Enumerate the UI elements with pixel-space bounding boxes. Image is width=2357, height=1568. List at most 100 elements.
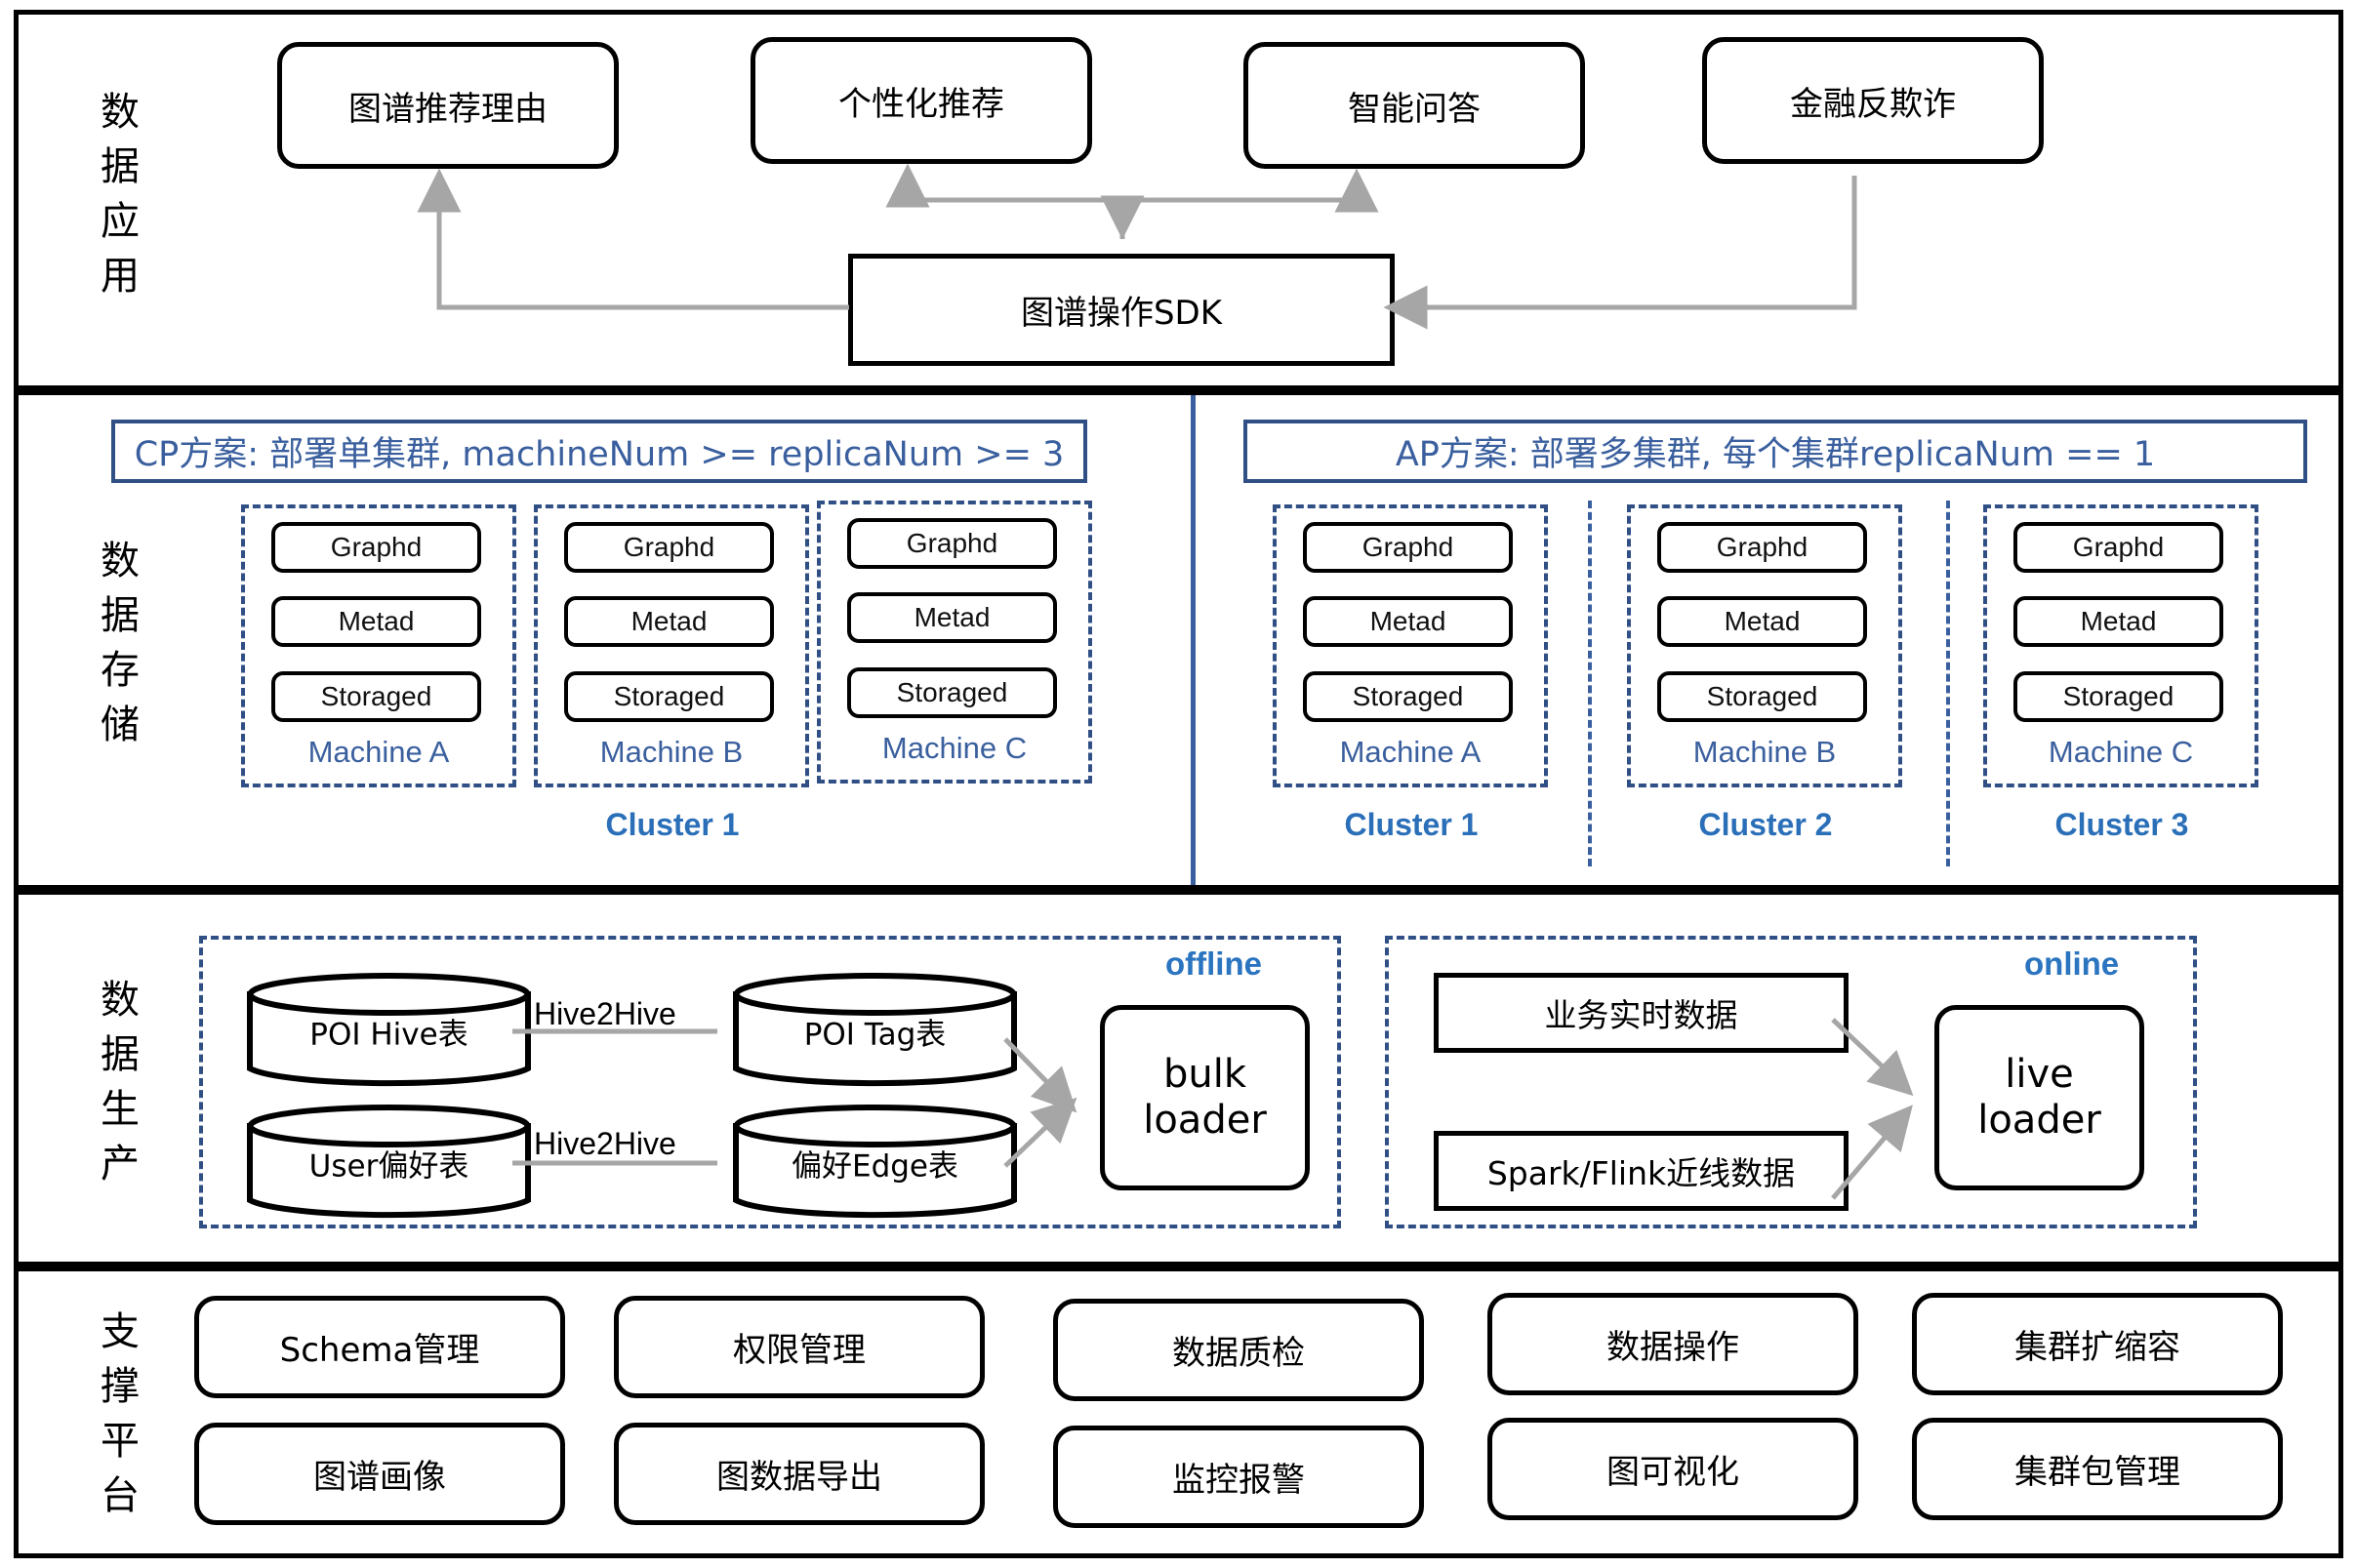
cp-machine-c-service-storaged[interactable]: Storaged bbox=[847, 667, 1057, 718]
service-label: Graphd bbox=[906, 528, 998, 558]
support-tile-data-quality-check[interactable]: 数据质检 bbox=[1053, 1299, 1424, 1401]
support-tile-monitoring-alerting[interactable]: 监控报警 bbox=[1053, 1426, 1424, 1528]
offline-tag: offline bbox=[1165, 945, 1262, 982]
service-label: Graphd bbox=[1361, 532, 1454, 562]
ap-machine-c-service-metad[interactable]: Metad bbox=[2013, 596, 2223, 647]
cp-machine-b-service-storaged[interactable]: Storaged bbox=[564, 671, 774, 722]
cp-plan-banner: CP方案: 部署单集群, machineNum >= replicaNum >=… bbox=[111, 420, 1087, 483]
cylinder-poi-tag[interactable]: POI Tag表 bbox=[731, 973, 1019, 1090]
support-tile-label: 数据质检 bbox=[1172, 1334, 1305, 1373]
ap-machine-c-service-storaged[interactable]: Storaged bbox=[2013, 671, 2223, 722]
ap-machine-c-service-graphd[interactable]: Graphd bbox=[2013, 522, 2223, 573]
cp-machine-a: Graphd Metad Storaged Machine A bbox=[241, 504, 516, 787]
support-tile-graph-data-export[interactable]: 图数据导出 bbox=[614, 1423, 985, 1525]
cp-ap-divider bbox=[1191, 395, 1196, 885]
cylinder-poi-hive-label: POI Hive表 bbox=[309, 1017, 468, 1053]
layer-support-platform: 支撑平台 Schema管理 权限管理 数据质检 数据操作 集群扩缩容 图谱画像 … bbox=[14, 1266, 2343, 1558]
online-source-sparkflink-label: Spark/Flink近线数据 bbox=[1486, 1154, 1796, 1192]
app-box-3[interactable]: 智能问答 bbox=[1243, 42, 1585, 169]
service-label: Metad bbox=[338, 606, 415, 636]
cylinder-poi-tag-label: POI Tag表 bbox=[803, 1017, 947, 1053]
ap-cluster-separator-2 bbox=[1946, 501, 1950, 866]
app-box-4[interactable]: 金融反欺诈 bbox=[1702, 37, 2044, 164]
support-tile-graph-visualization[interactable]: 图可视化 bbox=[1487, 1418, 1858, 1520]
layer-data-application: 数据应用 图谱推荐理由 个性化推荐 智能问答 金融反欺诈 图谱操作SDK bbox=[14, 10, 2343, 390]
cylinder-pref-edge-label: 偏好Edge表 bbox=[791, 1148, 958, 1185]
ap-machine-c-name: Machine C bbox=[2048, 735, 2194, 769]
live-loader-box[interactable]: live loader bbox=[1934, 1005, 2144, 1190]
support-tile-permission-management[interactable]: 权限管理 bbox=[614, 1296, 985, 1398]
ap-cluster-1-label: Cluster 1 bbox=[1344, 807, 1479, 842]
online-tag: online bbox=[2024, 945, 2120, 982]
cylinder-pref-edge[interactable]: 偏好Edge表 bbox=[731, 1105, 1019, 1222]
layer-label-data-production: 数据生产 bbox=[94, 979, 139, 1197]
service-label: Storaged bbox=[896, 677, 1008, 707]
cylinder-user-pref[interactable]: User偏好表 bbox=[245, 1105, 533, 1222]
support-tile-label: 监控报警 bbox=[1172, 1461, 1305, 1500]
cp-machine-c-service-graphd[interactable]: Graphd bbox=[847, 518, 1057, 569]
ap-machine-b-service-graphd[interactable]: Graphd bbox=[1657, 522, 1867, 573]
sdk-box[interactable]: 图谱操作SDK bbox=[848, 254, 1395, 366]
cp-machine-b-service-graphd[interactable]: Graphd bbox=[564, 522, 774, 573]
online-zone bbox=[1385, 936, 2197, 1228]
app-box-1[interactable]: 图谱推荐理由 bbox=[277, 42, 619, 169]
service-label: Metad bbox=[914, 602, 991, 632]
ap-machine-a-name: Machine A bbox=[1339, 735, 1482, 769]
cp-plan-banner-text: CP方案: 部署单集群, machineNum >= replicaNum >=… bbox=[134, 435, 1065, 474]
online-source-sparkflink[interactable]: Spark/Flink近线数据 bbox=[1434, 1131, 1849, 1211]
support-tile-graph-profile[interactable]: 图谱画像 bbox=[194, 1423, 565, 1525]
layer-label-data-application: 数据应用 bbox=[94, 91, 139, 309]
cp-machine-a-service-storaged[interactable]: Storaged bbox=[271, 671, 481, 722]
app-box-1-label: 图谱推荐理由 bbox=[348, 89, 548, 129]
app-box-4-label: 金融反欺诈 bbox=[1790, 84, 1956, 124]
online-source-realtime[interactable]: 业务实时数据 bbox=[1434, 973, 1849, 1053]
ap-cluster-3-label: Cluster 3 bbox=[2054, 807, 2189, 842]
bulk-loader-line-1: bulk bbox=[1162, 1051, 1247, 1097]
cylinder-poi-hive[interactable]: POI Hive表 bbox=[245, 973, 533, 1090]
ap-cluster-separator-1 bbox=[1588, 501, 1592, 866]
support-tile-cluster-package-management[interactable]: 集群包管理 bbox=[1912, 1418, 2283, 1520]
cp-machine-a-service-graphd[interactable]: Graphd bbox=[271, 522, 481, 573]
ap-machine-b-name: Machine B bbox=[1692, 735, 1837, 769]
support-tile-label: 数据操作 bbox=[1606, 1328, 1739, 1367]
cylinder-user-pref-label: User偏好表 bbox=[308, 1148, 469, 1185]
support-tile-label: 图谱画像 bbox=[313, 1458, 446, 1497]
cp-machine-a-service-metad[interactable]: Metad bbox=[271, 596, 481, 647]
layer-data-storage: 数据存储 CP方案: 部署单集群, machineNum >= replicaN… bbox=[14, 390, 2343, 890]
support-tile-label: 图数据导出 bbox=[716, 1458, 882, 1497]
cp-machine-c-name: Machine C bbox=[881, 731, 1028, 765]
cp-machine-c-service-metad[interactable]: Metad bbox=[847, 592, 1057, 643]
service-label: Graphd bbox=[2072, 532, 2165, 562]
ap-machine-a-service-storaged[interactable]: Storaged bbox=[1303, 671, 1513, 722]
support-tile-label: Schema管理 bbox=[279, 1331, 480, 1370]
support-tile-schema-management[interactable]: Schema管理 bbox=[194, 1296, 565, 1398]
ap-machine-b-service-storaged[interactable]: Storaged bbox=[1657, 671, 1867, 722]
ap-machine-b: Graphd Metad Storaged Machine B bbox=[1627, 504, 1902, 787]
edge-label-hive2hive-1: Hive2Hive bbox=[534, 996, 676, 1031]
ap-machine-a-service-metad[interactable]: Metad bbox=[1303, 596, 1513, 647]
ap-machine-b-service-metad[interactable]: Metad bbox=[1657, 596, 1867, 647]
support-tile-label: 集群扩缩容 bbox=[2014, 1328, 2180, 1367]
service-label: Metad bbox=[1724, 606, 1801, 636]
ap-plan-banner-text: AP方案: 部署多集群, 每个集群replicaNum == 1 bbox=[1395, 435, 2156, 474]
support-tile-label: 集群包管理 bbox=[2014, 1453, 2180, 1492]
layer-label-support-platform: 支撑平台 bbox=[94, 1310, 139, 1529]
service-label: Storaged bbox=[1352, 681, 1464, 711]
support-tile-cluster-scaling[interactable]: 集群扩缩容 bbox=[1912, 1293, 2283, 1395]
cp-cluster-1-label: Cluster 1 bbox=[605, 807, 740, 842]
bulk-loader-line-2: loader bbox=[1143, 1098, 1267, 1143]
ap-plan-banner: AP方案: 部署多集群, 每个集群replicaNum == 1 bbox=[1243, 420, 2307, 483]
service-label: Graphd bbox=[1716, 532, 1808, 562]
app-box-2[interactable]: 个性化推荐 bbox=[751, 37, 1092, 164]
support-tile-data-operation[interactable]: 数据操作 bbox=[1487, 1293, 1858, 1395]
service-label: Metad bbox=[630, 606, 708, 636]
cp-machine-b-service-metad[interactable]: Metad bbox=[564, 596, 774, 647]
service-label: Storaged bbox=[613, 681, 725, 711]
support-tile-label: 权限管理 bbox=[733, 1331, 866, 1370]
service-label: Storaged bbox=[320, 681, 432, 711]
support-tile-label: 图可视化 bbox=[1606, 1453, 1739, 1492]
ap-machine-a-service-graphd[interactable]: Graphd bbox=[1303, 522, 1513, 573]
layer-label-data-storage: 数据存储 bbox=[94, 540, 139, 758]
bulk-loader-box[interactable]: bulk loader bbox=[1100, 1005, 1310, 1190]
